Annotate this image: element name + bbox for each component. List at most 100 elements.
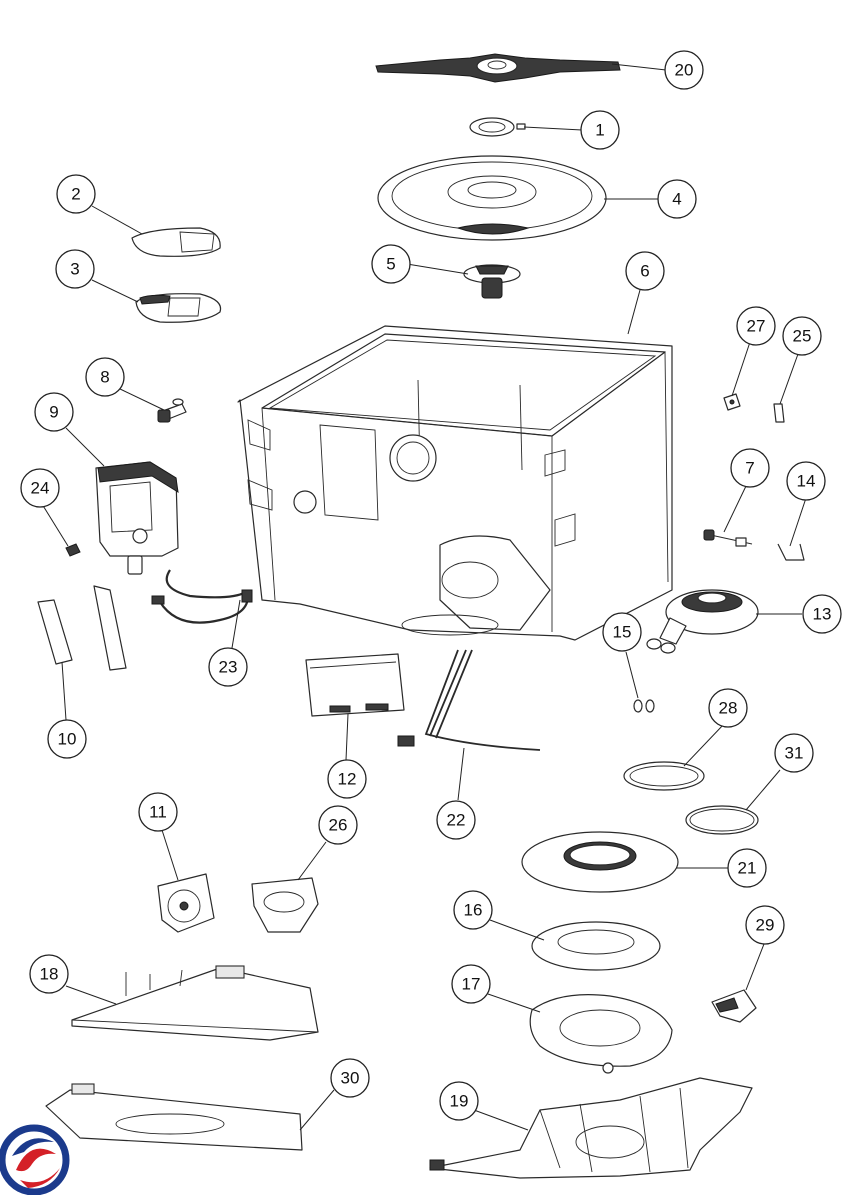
callout-label: 8 xyxy=(100,368,109,387)
leader-25 xyxy=(779,353,799,405)
part-23-wire-harness xyxy=(151,569,253,624)
part-6-tub xyxy=(237,325,673,641)
callout-6: 6 xyxy=(625,251,665,291)
callout-7: 7 xyxy=(730,448,770,488)
leader-10 xyxy=(61,661,67,721)
part-1-ring xyxy=(469,117,526,137)
part-11-fan xyxy=(157,873,215,933)
leader-7 xyxy=(723,485,747,533)
part-4-filter-plate xyxy=(377,155,607,241)
part-25-seal xyxy=(773,403,785,423)
callout-29: 29 xyxy=(745,905,785,945)
callout-27: 27 xyxy=(736,306,776,346)
callout-label: 10 xyxy=(58,730,77,749)
callout-label: 21 xyxy=(738,859,757,878)
part-14-clip xyxy=(777,543,805,561)
callout-24: 24 xyxy=(20,468,60,508)
leader-3 xyxy=(91,279,139,303)
callout-25: 25 xyxy=(782,316,822,356)
leader-5 xyxy=(406,263,469,275)
part-9-pump-module xyxy=(95,461,179,575)
part-17-base-plate xyxy=(529,994,673,1074)
callout-3: 3 xyxy=(55,249,95,289)
callout-5: 5 xyxy=(371,244,411,284)
callout-label: 6 xyxy=(640,262,649,281)
leader-2 xyxy=(91,205,143,235)
leader-1 xyxy=(523,126,583,131)
callout-label: 14 xyxy=(797,472,816,491)
callout-label: 4 xyxy=(672,190,681,209)
callout-14: 14 xyxy=(786,461,826,501)
part-8-valve xyxy=(157,398,187,423)
part-10-brackets xyxy=(37,585,127,671)
leader-24 xyxy=(41,503,69,547)
part-24-connector xyxy=(65,543,81,557)
callout-label: 17 xyxy=(462,975,481,994)
part-2-cover xyxy=(131,227,221,257)
callout-11: 11 xyxy=(138,792,178,832)
callout-15: 15 xyxy=(602,612,642,652)
callout-21: 21 xyxy=(727,848,767,888)
part-18-base-tray xyxy=(71,965,319,1041)
part-12-control-board xyxy=(305,653,405,717)
callout-18: 18 xyxy=(29,954,69,994)
leader-29 xyxy=(745,943,765,991)
part-16-disc xyxy=(531,921,661,971)
callout-label: 9 xyxy=(49,403,58,422)
callout-label: 26 xyxy=(329,816,348,835)
leader-lines xyxy=(41,63,807,1131)
leader-28 xyxy=(683,723,725,767)
leader-6 xyxy=(627,289,641,335)
callout-28: 28 xyxy=(708,688,748,728)
callout-label: 16 xyxy=(464,901,483,920)
logo-swirl-red xyxy=(16,1148,56,1172)
part-3-cover xyxy=(135,293,222,323)
callout-label: 18 xyxy=(40,965,59,984)
callout-label: 11 xyxy=(149,803,167,822)
part-13-heater-pump xyxy=(646,589,759,654)
part-22-wiring xyxy=(397,649,541,751)
callout-31: 31 xyxy=(774,733,814,773)
leader-22 xyxy=(457,747,465,801)
brand-logo xyxy=(0,1124,70,1195)
callout-label: 7 xyxy=(745,459,754,478)
callout-19: 19 xyxy=(439,1081,479,1121)
logo-swirl-blue xyxy=(12,1138,54,1156)
leader-27 xyxy=(731,341,751,397)
callout-label: 23 xyxy=(219,658,238,677)
leader-30 xyxy=(299,1089,335,1131)
callout-22: 22 xyxy=(436,800,476,840)
callout-8: 8 xyxy=(85,357,125,397)
callout-13: 13 xyxy=(802,594,842,634)
callout-label: 22 xyxy=(447,811,466,830)
callout-2: 2 xyxy=(56,174,96,214)
leader-17 xyxy=(487,993,541,1013)
callout-12: 12 xyxy=(327,759,367,799)
callout-4: 4 xyxy=(657,179,697,219)
leader-16 xyxy=(489,919,545,941)
leader-9 xyxy=(65,427,105,467)
leader-19 xyxy=(473,1109,529,1131)
part-26-holder xyxy=(251,877,319,933)
part-7-pin xyxy=(703,529,753,547)
part-20-upper-spray-arm xyxy=(375,53,621,83)
callout-26: 26 xyxy=(318,805,358,845)
part-15-orings xyxy=(633,699,655,713)
leader-20 xyxy=(611,63,667,71)
part-31-gasket xyxy=(685,805,759,835)
leader-8 xyxy=(117,387,165,411)
leader-11 xyxy=(161,829,179,881)
leader-23 xyxy=(231,599,241,649)
callout-23: 23 xyxy=(208,647,248,687)
callout-label: 28 xyxy=(719,699,738,718)
callout-label: 27 xyxy=(747,317,766,336)
logo-outer-ring xyxy=(0,1124,70,1195)
logo-swirl-red-lower xyxy=(20,1168,60,1188)
callout-label: 19 xyxy=(450,1092,469,1111)
leader-26 xyxy=(297,841,327,881)
part-30-kick-plate xyxy=(45,1083,303,1151)
callout-9: 9 xyxy=(34,392,74,432)
callout-label: 29 xyxy=(756,916,775,935)
callout-label: 25 xyxy=(793,327,812,346)
